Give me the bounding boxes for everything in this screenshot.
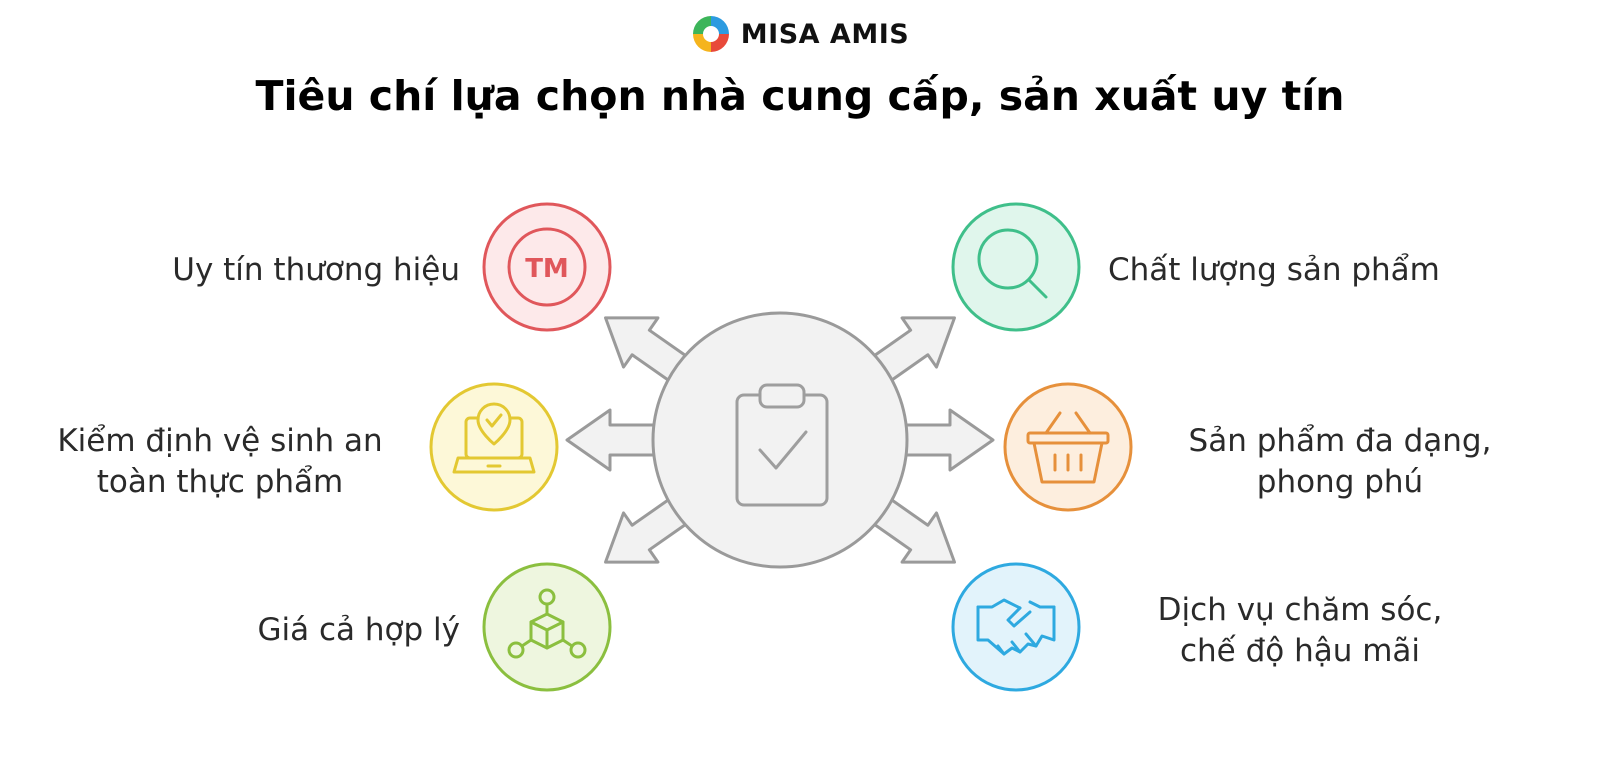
criterion-brand-reputation: TM	[482, 202, 612, 332]
trademark-icon: TM	[507, 227, 587, 307]
criterion-reasonable-price	[482, 562, 612, 692]
label-text: Uy tín thương hiệu	[172, 252, 460, 288]
arrow-right	[903, 408, 995, 472]
laptop-shield-icon	[452, 402, 536, 474]
criterion-after-sales-service	[951, 562, 1081, 692]
arrow-up-right	[872, 316, 956, 383]
basket-icon	[1026, 411, 1110, 484]
arrow-left	[565, 408, 657, 472]
clipboard-check-icon	[735, 383, 829, 507]
handshake-icon	[976, 598, 1056, 656]
label-line: chế độ hậu mãi	[1179, 633, 1421, 669]
label-text: Chất lượng sản phẩm	[1108, 252, 1440, 288]
arrow-down-left	[604, 497, 688, 564]
label-text: Giá cả hợp lý	[257, 612, 460, 648]
criterion-food-safety	[429, 382, 559, 512]
svg-text:TM: TM	[525, 254, 569, 284]
label-brand-reputation: Uy tín thương hiệu	[172, 250, 460, 291]
center-hub	[651, 311, 909, 569]
magnifier-icon	[977, 228, 1048, 299]
label-line: Kiểm định vệ sinh an	[57, 423, 383, 459]
label-line: Sản phẩm đa dạng,	[1188, 423, 1492, 459]
arrow-up-left	[604, 316, 688, 383]
label-line: phong phú	[1256, 464, 1424, 500]
brand-header: MISA AMIS	[0, 12, 1600, 56]
misa-logo-icon	[692, 16, 729, 52]
criterion-product-variety	[1003, 382, 1133, 512]
label-line: Dịch vụ chăm sóc,	[1157, 592, 1443, 628]
brand-name: MISA AMIS	[740, 18, 910, 50]
label-food-safety: Kiểm định vệ sinh an toàn thực phẩm	[20, 421, 420, 503]
label-product-quality: Chất lượng sản phẩm	[1108, 250, 1440, 291]
label-reasonable-price: Giá cả hợp lý	[258, 610, 460, 651]
label-product-variety: Sản phẩm đa dạng, phong phú	[1150, 421, 1530, 503]
label-line: toàn thực phẩm	[96, 464, 344, 500]
arrow-down-right	[872, 497, 956, 564]
arrows	[565, 316, 995, 564]
network-cube-icon	[507, 588, 587, 659]
page-title: Tiêu chí lựa chọn nhà cung cấp, sản xuất…	[255, 72, 1345, 120]
label-after-sales-service: Dịch vụ chăm sóc, chế độ hậu mãi	[1110, 590, 1490, 672]
criterion-product-quality	[951, 202, 1081, 332]
